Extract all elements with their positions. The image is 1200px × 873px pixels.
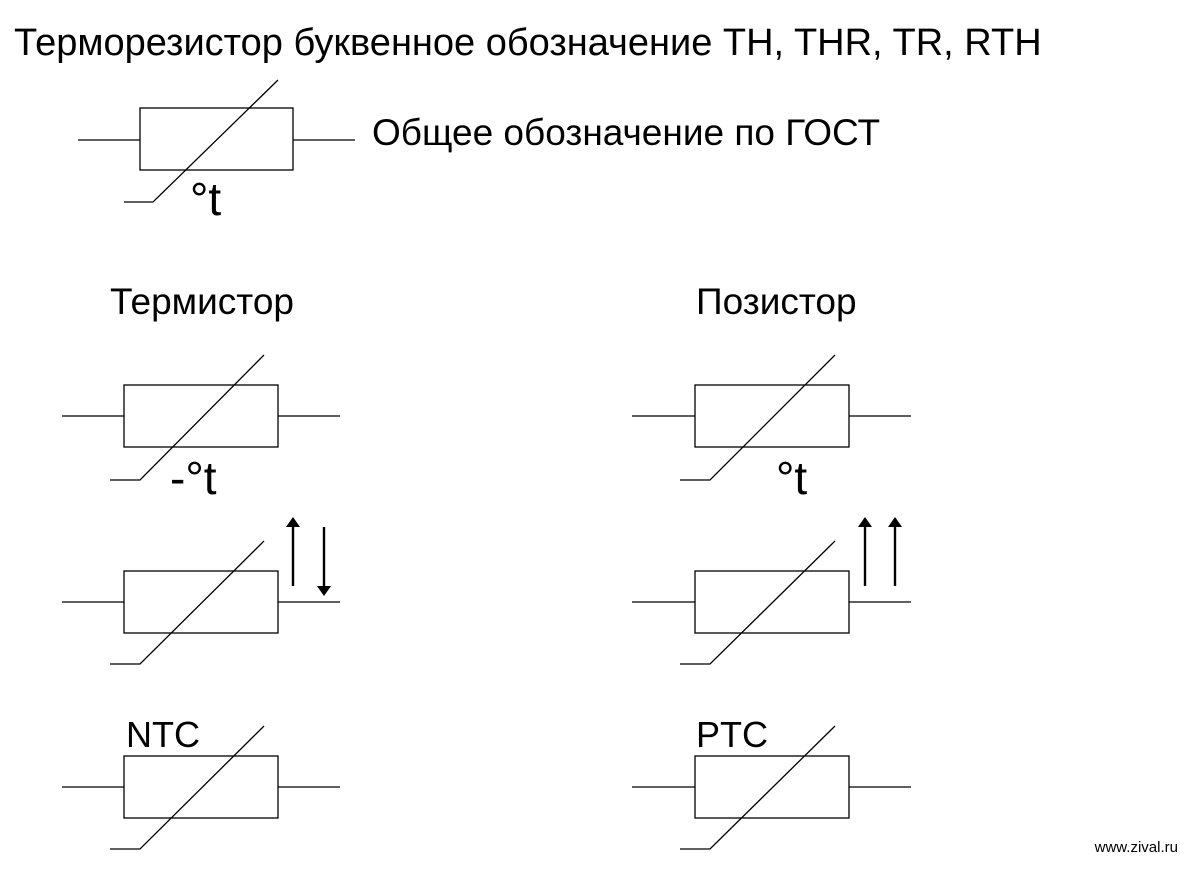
thermistor-symbol-ntc <box>62 725 340 850</box>
resistor-body <box>694 755 850 819</box>
ntc-label: NTC <box>126 714 200 755</box>
site-watermark: www.zival.ru <box>1094 839 1178 856</box>
posistor-temperature-label: °t <box>776 452 808 504</box>
thermistor-symbol-temperature <box>62 354 340 481</box>
resistor-body <box>694 384 850 448</box>
diagram-title: Терморезистор буквенное обозначение TH, … <box>14 22 1042 64</box>
thermistor-heading: Термистор <box>110 281 294 322</box>
resistor-body <box>123 755 279 819</box>
resistor-body <box>139 107 294 171</box>
posistor-symbol-temperature <box>632 354 911 481</box>
nonlinearity-line <box>680 725 836 850</box>
posistor-symbol-arrows <box>632 517 911 665</box>
ptc-label: PTC <box>696 714 768 755</box>
nonlinearity-line <box>680 354 836 481</box>
nonlinearity-line <box>680 540 836 665</box>
nonlinearity-line <box>110 354 265 481</box>
nonlinearity-line <box>110 540 265 665</box>
general-temperature-label: °t <box>190 173 222 225</box>
thermistor-temperature-label: -°t <box>170 452 217 504</box>
resistor-body <box>694 570 850 634</box>
posistor-heading: Позистор <box>696 281 857 322</box>
general-symbol-caption: Общее обозначение по ГОСТ <box>372 112 881 153</box>
posistor-symbol-ptc <box>632 725 911 850</box>
nonlinearity-line <box>110 725 265 850</box>
resistor-body <box>123 384 279 448</box>
resistor-body <box>123 570 279 634</box>
general-thermoresistor-symbol <box>78 79 355 203</box>
thermistor-symbol-arrows <box>62 517 340 665</box>
nonlinearity-line <box>124 79 279 203</box>
